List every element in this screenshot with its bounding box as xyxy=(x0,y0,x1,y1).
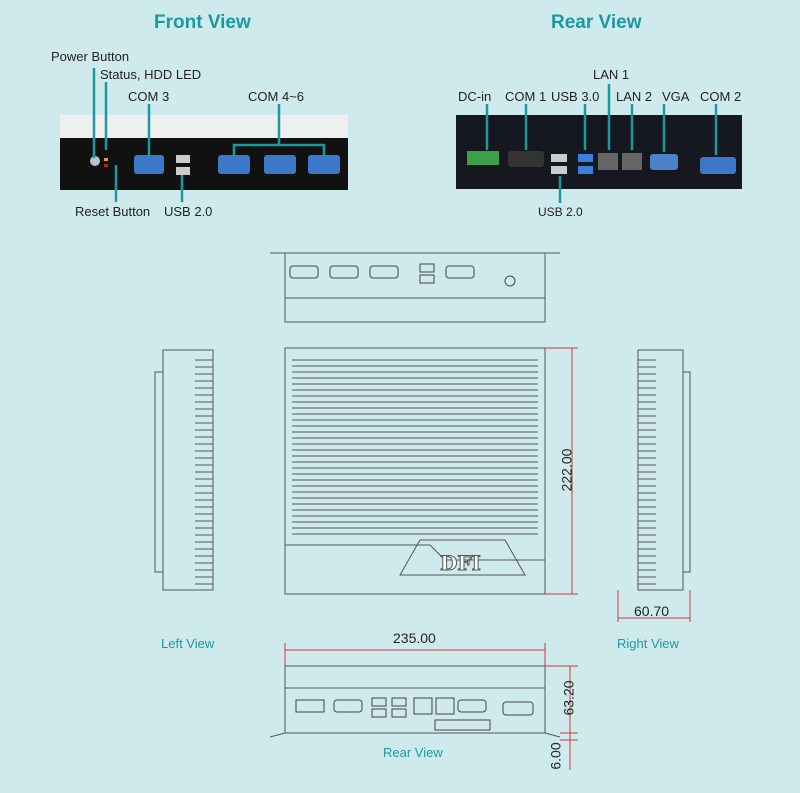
label-power-button: Power Button xyxy=(51,49,130,64)
rear-callout-lines xyxy=(485,84,718,203)
label-com4-6: COM 4~6 xyxy=(248,89,304,104)
left-view-label: Left View xyxy=(161,636,215,651)
dimension-width: 235.00 xyxy=(393,630,436,646)
front-view-title: Front View xyxy=(154,12,251,33)
dimension-foot: 6.00 xyxy=(547,742,564,770)
rear-view-drawing-label: Rear View xyxy=(383,745,443,760)
front-callout-lines xyxy=(92,68,326,202)
label-vga: VGA xyxy=(662,89,690,104)
label-status-led: Status, HDD LED xyxy=(100,67,202,82)
drawing-ports xyxy=(289,263,534,731)
dimension-lines xyxy=(284,347,691,770)
label-usb3: USB 3.0 xyxy=(551,89,600,104)
label-lan1: LAN 1 xyxy=(593,67,630,82)
label-lan2: LAN 2 xyxy=(616,89,653,104)
logo-dfi: DFI xyxy=(440,551,481,575)
rear-view-title: Rear View xyxy=(551,12,642,33)
label-reset-button: Reset Button xyxy=(75,204,151,219)
label-dc-in: DC-in xyxy=(458,89,492,104)
rear-view-photo xyxy=(456,115,742,189)
label-com1: COM 1 xyxy=(505,89,547,104)
label-front-usb2: USB 2.0 xyxy=(164,204,213,219)
label-com3: COM 3 xyxy=(128,89,170,104)
right-view-label: Right View xyxy=(617,636,679,651)
label-com2: COM 2 xyxy=(700,89,742,104)
dimension-depth: 222.00 xyxy=(558,448,575,492)
label-rear-usb2: USB 2.0 xyxy=(538,205,583,219)
dimension-side-width: 60.70 xyxy=(634,603,670,619)
dimension-height: 63.20 xyxy=(560,680,577,716)
technical-drawing xyxy=(154,252,691,738)
front-view-photo xyxy=(60,115,348,190)
